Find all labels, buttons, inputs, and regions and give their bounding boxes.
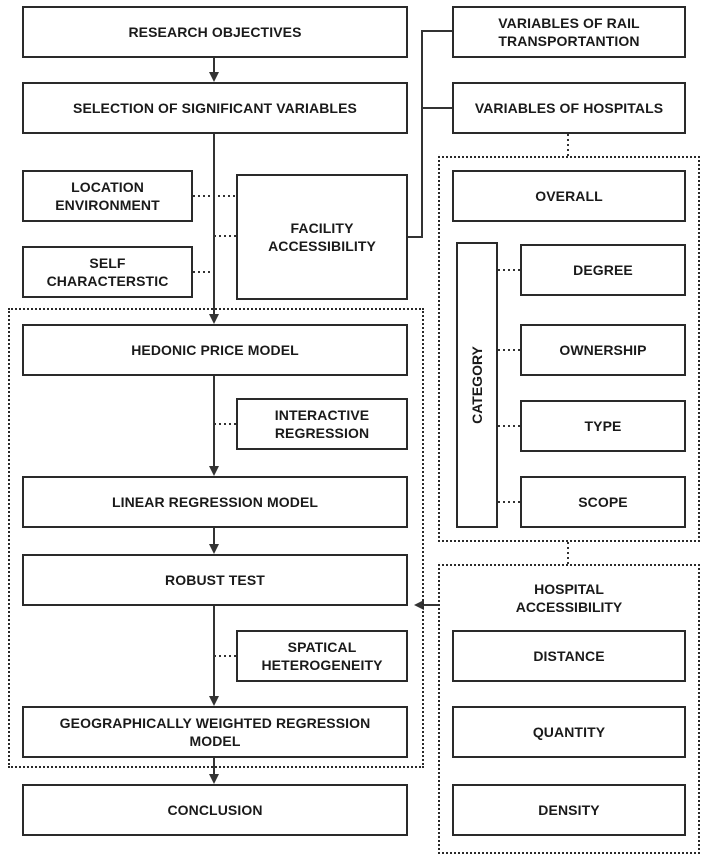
robust-test-box: ROBUST TEST	[22, 554, 408, 606]
selection-variables-label: SELECTION OF SIGNIFICANT VARIABLES	[73, 100, 357, 116]
type-box: TYPE	[520, 400, 686, 452]
quantity-box: QUANTITY	[452, 706, 686, 758]
hospital-category-frame	[438, 156, 700, 542]
self-characteristic-label: SELF CHARACTERSTIC	[47, 254, 169, 290]
spatial-heterogeneity-label: SPATICAL HETEROGENEITY	[261, 638, 382, 674]
hospital-access-line2: ACCESSIBILITY	[515, 599, 623, 615]
ownership-label: OWNERSHIP	[559, 342, 647, 358]
gwr-model-box: GEOGRAPHICALLY WEIGHTED REGRESSION MODEL	[22, 706, 408, 758]
facility-accessibility-label: FACILITY ACCESSIBILITY	[268, 219, 376, 255]
rail-variables-box: VARIABLES OF RAIL TRANSPORTANTION	[452, 6, 686, 58]
degree-box: DEGREE	[520, 244, 686, 296]
location-environment-box: LOCATION ENVIRONMENT	[22, 170, 193, 222]
scope-box: SCOPE	[520, 476, 686, 528]
ownership-box: OWNERSHIP	[520, 324, 686, 376]
gwr-line1: GEOGRAPHICALLY WEIGHTED REGRESSION	[59, 715, 371, 731]
hospital-variables-label: VARIABLES OF HOSPITALS	[474, 100, 664, 116]
category-label: CATEGORY	[469, 346, 485, 424]
self-characteristic-box: SELF CHARACTERSTIC	[22, 246, 193, 298]
facility-line1: FACILITY	[290, 220, 354, 236]
overall-label: OVERALL	[535, 188, 603, 204]
self-line2: CHARACTERSTIC	[46, 273, 169, 289]
hedonic-price-model-box: HEDONIC PRICE MODEL	[22, 324, 408, 376]
interactive-line2: REGRESSION	[274, 425, 370, 441]
density-label: DENSITY	[538, 802, 600, 818]
self-line1: SELF	[89, 255, 126, 271]
degree-label: DEGREE	[573, 262, 633, 278]
research-objectives-label: RESEARCH OBJECTIVES	[128, 24, 302, 40]
interactive-line1: INTERACTIVE	[274, 407, 370, 423]
scope-label: SCOPE	[578, 494, 628, 510]
bracket-variables-to-facility	[408, 30, 452, 238]
rail-variables-line1: VARIABLES OF RAIL	[498, 15, 640, 31]
hospital-accessibility-frame	[438, 564, 700, 854]
linear-regression-box: LINEAR REGRESSION MODEL	[22, 476, 408, 528]
conclusion-label: CONCLUSION	[167, 802, 263, 818]
gwr-model-label: GEOGRAPHICALLY WEIGHTED REGRESSION MODEL	[60, 714, 371, 750]
location-environment-label: LOCATION ENVIRONMENT	[55, 178, 160, 214]
conclusion-box: CONCLUSION	[22, 784, 408, 836]
robust-label: ROBUST TEST	[165, 572, 265, 588]
type-label: TYPE	[584, 418, 622, 434]
gwr-line2: MODEL	[189, 733, 241, 749]
rail-variables-label: VARIABLES OF RAIL TRANSPORTANTION	[498, 14, 639, 50]
model-group-frame	[8, 308, 424, 768]
location-line1: LOCATION	[71, 179, 144, 195]
distance-box: DISTANCE	[452, 630, 686, 682]
distance-label: DISTANCE	[533, 648, 605, 664]
linear-label: LINEAR REGRESSION MODEL	[111, 494, 319, 510]
spatial-heterogeneity-box: SPATICAL HETEROGENEITY	[236, 630, 408, 682]
category-box: CATEGORY	[456, 242, 498, 528]
density-box: DENSITY	[452, 784, 686, 836]
hedonic-label: HEDONIC PRICE MODEL	[131, 342, 299, 358]
interactive-regression-box: INTERACTIVE REGRESSION	[236, 398, 408, 450]
spatial-line2: HETEROGENEITY	[261, 657, 383, 673]
hospital-variables-box: VARIABLES OF HOSPITALS	[452, 82, 686, 134]
spatial-line1: SPATICAL	[287, 639, 357, 655]
hospital-access-line1: HOSPITAL	[534, 581, 604, 597]
overall-box: OVERALL	[452, 170, 686, 222]
interactive-regression-label: INTERACTIVE REGRESSION	[275, 406, 369, 442]
rail-variables-line2: TRANSPORTANTION	[498, 33, 640, 49]
selection-variables-box: SELECTION OF SIGNIFICANT VARIABLES	[22, 82, 408, 134]
research-objectives-box: RESEARCH OBJECTIVES	[22, 6, 408, 58]
facility-accessibility-box: FACILITY ACCESSIBILITY	[236, 174, 408, 300]
hospital-accessibility-title: HOSPITAL ACCESSIBILITY	[452, 580, 686, 616]
quantity-label: QUANTITY	[532, 724, 606, 740]
location-line2: ENVIRONMENT	[55, 197, 160, 213]
facility-line2: ACCESSIBILITY	[268, 238, 376, 254]
